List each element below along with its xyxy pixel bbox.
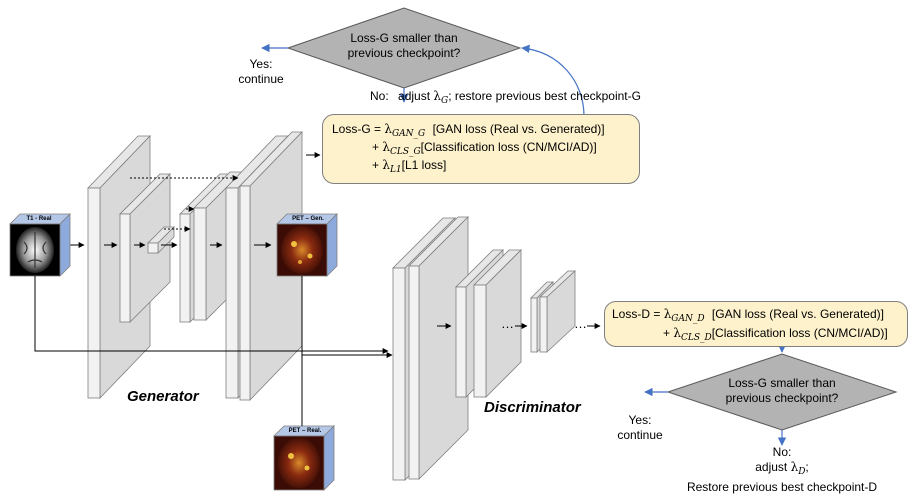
loss-d-line-2: + λCLS_D[Classification loss (CN/MCI/AD)…	[663, 325, 888, 347]
loss-d-prefix: Loss-D =	[612, 307, 664, 321]
loss-g-lambda-2: λ	[382, 140, 390, 154]
decision-d-question-line2: previous checkpoint?	[725, 391, 839, 405]
loss-g-term-2: [Classification loss (CN/MCI/AD)]	[420, 140, 597, 154]
loss-g-sub-3: L1	[389, 165, 402, 175]
pet-gen-label: PET – Gen.	[292, 216, 324, 222]
pet-real-label: PET – Real.	[288, 428, 322, 434]
decision-d-question: Loss-G smaller than previous checkpoint?	[712, 376, 852, 406]
decision-g-lambda: λ	[433, 89, 442, 103]
loss-g-prefix: Loss-G =	[332, 122, 385, 136]
gen-layer-7	[239, 131, 303, 401]
decision-d-restore: Restore previous best checkpoint-D	[686, 480, 878, 494]
flow-lines	[34, 276, 393, 426]
disc-layer-6	[538, 270, 577, 353]
loss-g-lambda-1: λ	[384, 122, 392, 136]
decision-g-question-line2: previous checkpoint?	[347, 46, 461, 60]
decision-d-adjust-suffix: ;	[805, 460, 809, 474]
loss-g-sub-1: GAN_G	[391, 129, 426, 139]
decision-g-no-prefix: No:	[370, 89, 389, 103]
decision-d-question-line1: Loss-G smaller than	[728, 376, 836, 390]
loss-g-lambda-3: λ	[382, 158, 390, 172]
loss-g-plus-3: +	[372, 158, 383, 172]
loss-g-plus-2: +	[372, 140, 383, 154]
decision-g-yes: Yes: continue	[226, 57, 296, 87]
loss-g-line-2: + λCLS_G[Classification loss (CN/MCI/AD)…	[372, 139, 597, 161]
decision-g-no-text: adjust	[398, 89, 431, 103]
decision-g-question: Loss-G smaller than previous checkpoint?	[334, 31, 474, 61]
generator-network	[87, 131, 303, 401]
loss-d-lambda-2: λ	[673, 326, 681, 340]
loss-g-sub-2: CLS_G	[389, 147, 421, 157]
decision-d-lambda: λ	[790, 460, 799, 474]
decision-d-no: No: adjust λD; Restore previous best che…	[666, 445, 898, 495]
loss-d-sub-2: CLS_D	[680, 333, 712, 343]
disc-layer-4	[473, 249, 522, 398]
discriminator-network	[392, 216, 577, 481]
loss-g-line-3: + λL1[L1 loss]	[372, 157, 446, 179]
decision-g-lambda-sub: G	[441, 96, 449, 106]
generator-arrows	[70, 152, 321, 248]
loss-g-term-3: [L1 loss]	[401, 158, 447, 172]
decision-g-question-line1: Loss-G smaller than	[350, 31, 458, 45]
loss-d-term-1: [GAN loss (Real vs. Generated)]	[711, 307, 884, 321]
decision-d-yes-line2: continue	[617, 428, 663, 442]
disc-ellipsis-2: …	[574, 316, 587, 331]
decision-d-yes-line1: Yes:	[628, 413, 652, 427]
loss-d-term-2: [Classification loss (CN/MCI/AD)]	[711, 326, 888, 340]
decision-d-lambda-sub: D	[798, 467, 806, 477]
decision-g-no: No: adjust λG; restore previous best che…	[370, 89, 641, 109]
discriminator-title: Discriminator	[484, 399, 581, 416]
decision-g-yes-line2: continue	[238, 72, 284, 86]
t1-real-volume	[9, 213, 71, 277]
decision-d-adjust-line: adjust λD;	[666, 460, 898, 480]
loss-g-box: Loss-G = λGAN_G [GAN loss (Real vs. Gene…	[322, 114, 640, 184]
pet-real-volume	[273, 425, 335, 491]
loss-d-lambda-1: λ	[663, 307, 672, 321]
decision-d-adjust: adjust	[755, 460, 788, 474]
t1-real-label: T1 - Real	[26, 216, 52, 222]
gen-bottleneck	[147, 226, 175, 254]
loss-d-box: Loss-D = λGAN_D [GAN loss (Real vs. Gene…	[604, 301, 908, 347]
decision-diamond-g	[286, 7, 522, 89]
decision-d-yes: Yes: continue	[605, 413, 675, 443]
decision-d-no-prefix: No:	[772, 445, 792, 459]
loss-d-line-1: Loss-D = λGAN_D [GAN loss (Real vs. Gene…	[612, 306, 884, 328]
loss-g-line-1: Loss-G = λGAN_G [GAN loss (Real vs. Gene…	[332, 121, 605, 143]
disc-ellipsis-1: …	[501, 316, 514, 331]
disc-layer-2	[408, 216, 469, 480]
decision-g-no-suffix: ; restore previous best checkpoint-G	[448, 89, 641, 103]
decision-diamond-d	[666, 353, 898, 431]
skip-connections	[130, 175, 239, 232]
generator-title: Generator	[127, 388, 199, 405]
loss-g-term-1: [GAN loss (Real vs. Generated)]	[432, 122, 605, 136]
pet-gen-volume	[276, 213, 338, 277]
decision-g-yes-line1: Yes:	[249, 57, 273, 71]
control-arrows	[261, 43, 787, 446]
loss-d-plus-2: +	[663, 326, 674, 340]
loss-d-sub-1: GAN_D	[671, 314, 705, 324]
